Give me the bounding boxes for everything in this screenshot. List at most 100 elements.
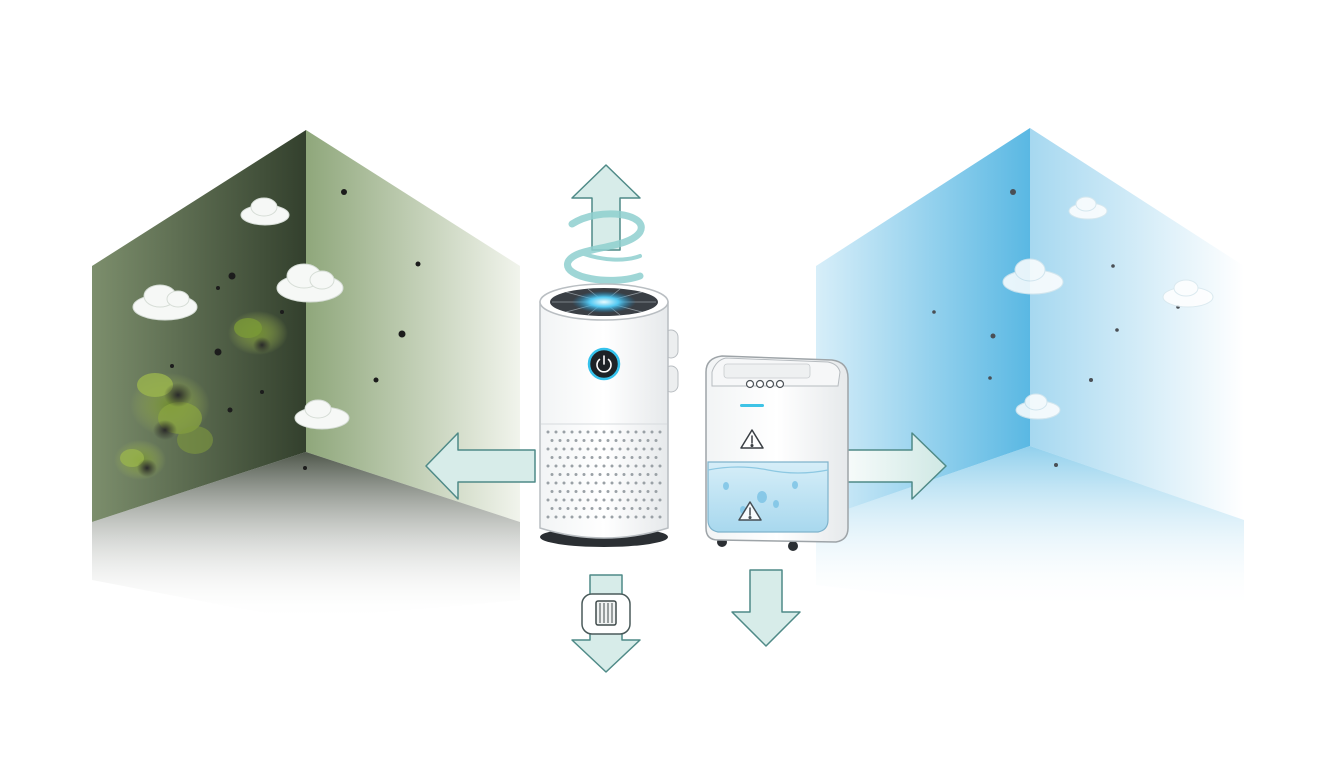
mesh-hole [582, 490, 586, 493]
mesh-hole [606, 439, 610, 442]
mesh-hole [594, 447, 598, 451]
mesh-hole [658, 481, 662, 485]
mesh-hole [570, 430, 574, 434]
mesh-hole [658, 430, 662, 434]
mesh-hole [550, 456, 554, 459]
mesh-hole [602, 498, 606, 502]
mesh-hole [566, 507, 570, 510]
mesh-hole [586, 481, 590, 485]
mesh-hole [566, 473, 570, 476]
mesh-hole [638, 490, 642, 493]
mesh-hole [658, 447, 662, 451]
cloud-icon [1002, 258, 1064, 295]
mesh-hole [642, 447, 646, 451]
cloud-icon [276, 263, 344, 303]
clean-wall-left [816, 128, 1030, 520]
control-button[interactable] [745, 379, 755, 389]
mold-spores [170, 189, 421, 470]
mesh-hole [590, 439, 594, 442]
mesh-hole [598, 473, 602, 476]
purifier-mesh [546, 430, 662, 519]
mesh-hole [594, 430, 598, 434]
mesh-hole [602, 481, 606, 485]
mesh-hole [634, 498, 638, 502]
mesh-hole [570, 447, 574, 451]
mesh-hole [566, 490, 570, 493]
mesh-hole [606, 473, 610, 476]
mesh-hole [654, 473, 658, 476]
mesh-hole [626, 498, 630, 502]
control-button[interactable] [755, 379, 765, 389]
mesh-hole [650, 498, 654, 502]
mesh-hole [570, 515, 574, 519]
mesh-hole [558, 473, 562, 476]
water-tank [707, 461, 829, 533]
mesh-hole [654, 507, 658, 510]
cloud-icon [294, 399, 350, 430]
control-button[interactable] [765, 379, 775, 389]
mesh-hole [566, 439, 570, 442]
mesh-hole [646, 507, 650, 510]
cloud-icon [240, 197, 290, 226]
mesh-hole [602, 430, 606, 434]
mesh-hole [646, 439, 650, 442]
mesh-hole [606, 490, 610, 493]
mesh-hole [626, 481, 630, 485]
mesh-hole [654, 439, 658, 442]
clean-wall-right [1030, 128, 1244, 520]
filter-cartridge-icon [581, 593, 631, 635]
mesh-hole [622, 439, 626, 442]
mesh-hole [574, 507, 578, 510]
status-indicator [740, 404, 764, 407]
control-button[interactable] [775, 379, 785, 389]
mesh-hole [638, 456, 642, 459]
mesh-hole [558, 439, 562, 442]
mesh-hole [630, 473, 634, 476]
mesh-hole [562, 464, 566, 468]
mesh-hole [642, 481, 646, 485]
mesh-hole [562, 481, 566, 485]
mesh-hole [622, 456, 626, 459]
mesh-hole [558, 490, 562, 493]
air-purifier [539, 283, 679, 547]
mesh-hole [650, 430, 654, 434]
mesh-hole [614, 439, 618, 442]
mesh-hole [602, 464, 606, 468]
wheel [788, 541, 798, 551]
mesh-hole [610, 481, 614, 485]
mesh-hole [594, 464, 598, 468]
mesh-hole [642, 464, 646, 468]
moldy-floor-shadow [92, 452, 520, 620]
mesh-hole [634, 481, 638, 485]
mesh-hole [626, 464, 630, 468]
cloud-icon [1068, 196, 1108, 220]
mesh-hole [546, 498, 550, 502]
mesh-hole [614, 490, 618, 493]
mesh-hole [618, 430, 622, 434]
mesh-hole [578, 481, 582, 485]
mesh-hole [630, 507, 634, 510]
mesh-hole [610, 498, 614, 502]
mesh-hole [578, 498, 582, 502]
mesh-hole [574, 490, 578, 493]
mesh-hole [654, 456, 658, 459]
mesh-hole [638, 473, 642, 476]
mesh-hole [550, 507, 554, 510]
mesh-hole [646, 490, 650, 493]
light-clouds [1002, 196, 1214, 420]
mesh-hole [554, 464, 558, 468]
mesh-hole [610, 430, 614, 434]
mesh-hole [626, 447, 630, 451]
control-buttons [745, 379, 785, 389]
mesh-hole [650, 481, 654, 485]
mesh-hole [610, 447, 614, 451]
mold-dark-spots [137, 337, 271, 477]
mesh-hole [550, 490, 554, 493]
mesh-hole [554, 498, 558, 502]
dehumidifier [705, 355, 849, 551]
power-button[interactable] [587, 347, 621, 381]
mesh-hole [650, 515, 654, 519]
arrow-left-icon [425, 432, 536, 500]
mesh-hole [634, 515, 638, 519]
